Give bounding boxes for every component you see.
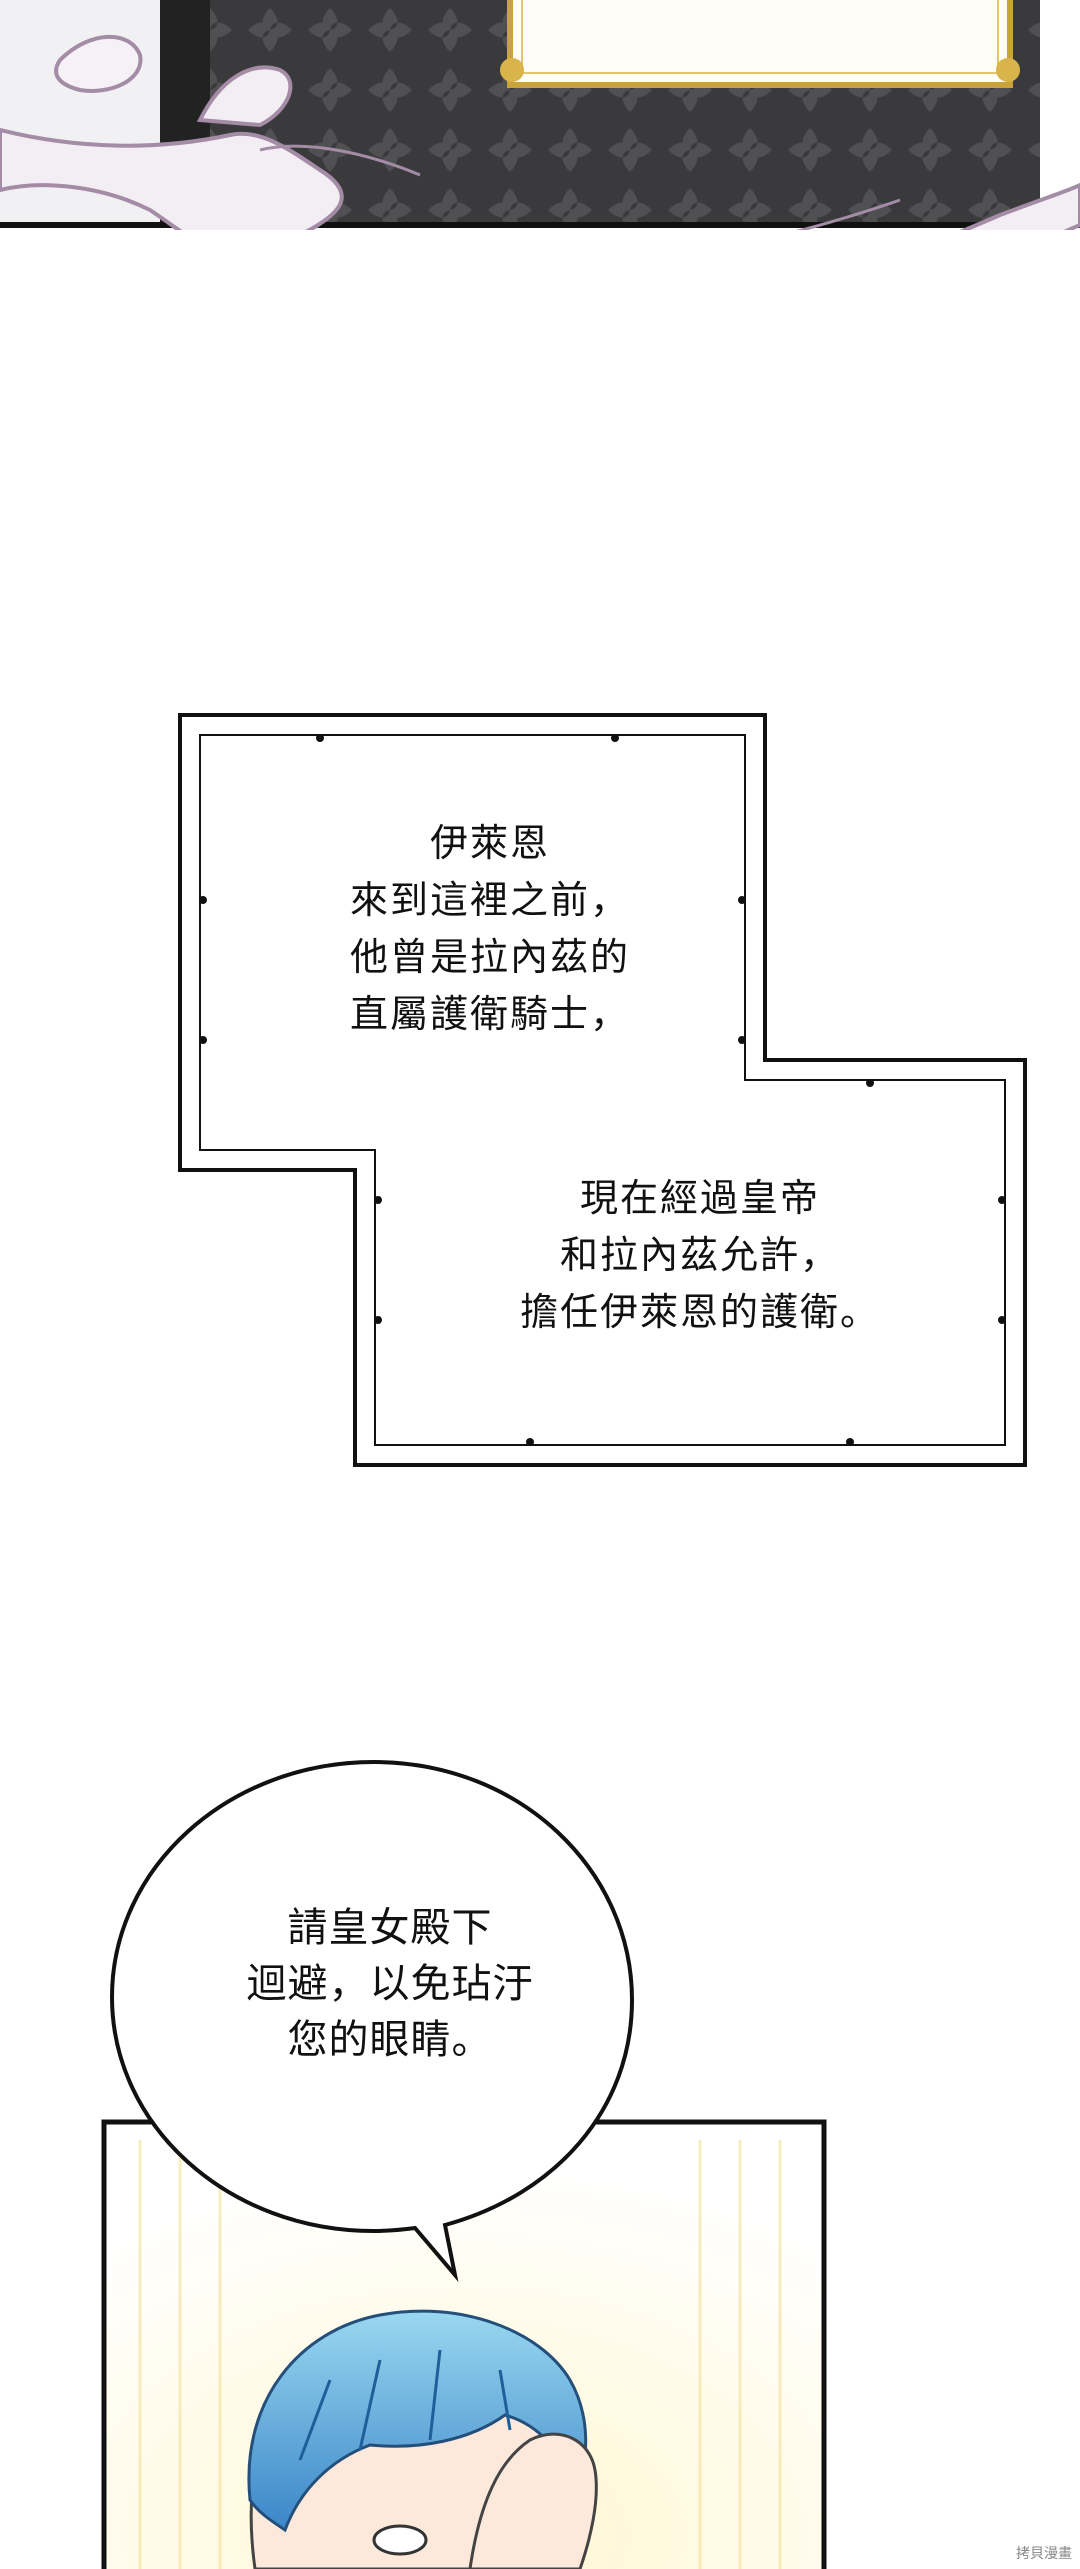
top-illustration bbox=[0, 0, 1080, 230]
speech-bubble: 請皇女殿下 迴避，以免玷汙 您的眼睛。 bbox=[160, 1900, 620, 2068]
caption-line: 來到這裡之前， bbox=[349, 878, 630, 922]
narration-caption-1: 伊萊恩 來到這裡之前， 他曾是拉內茲的 直屬護衛騎士， bbox=[290, 815, 690, 1043]
top-art-panel bbox=[0, 0, 1080, 230]
bottom-art-panel bbox=[101, 1759, 827, 2569]
narration-caption-2: 現在經過皇帝 和拉內茲允許， 擔任伊萊恩的護衛。 bbox=[440, 1170, 960, 1341]
speech-line: 您的眼睛。 bbox=[287, 2017, 493, 2063]
speech-line: 迴避，以免玷汙 bbox=[246, 1961, 534, 2007]
caption-line: 擔任伊萊恩的護衛。 bbox=[519, 1290, 880, 1334]
caption-line: 伊萊恩 bbox=[429, 821, 550, 865]
caption-line: 現在經過皇帝 bbox=[579, 1176, 820, 1220]
caption-line: 他曾是拉內茲的 bbox=[349, 935, 630, 979]
caption-line: 和拉內茲允許， bbox=[559, 1233, 840, 1277]
speech-line: 請皇女殿下 bbox=[287, 1905, 493, 1951]
watermark: 拷貝漫畫 bbox=[1016, 2546, 1072, 2562]
caption-line: 直屬護衛騎士， bbox=[349, 992, 630, 1036]
